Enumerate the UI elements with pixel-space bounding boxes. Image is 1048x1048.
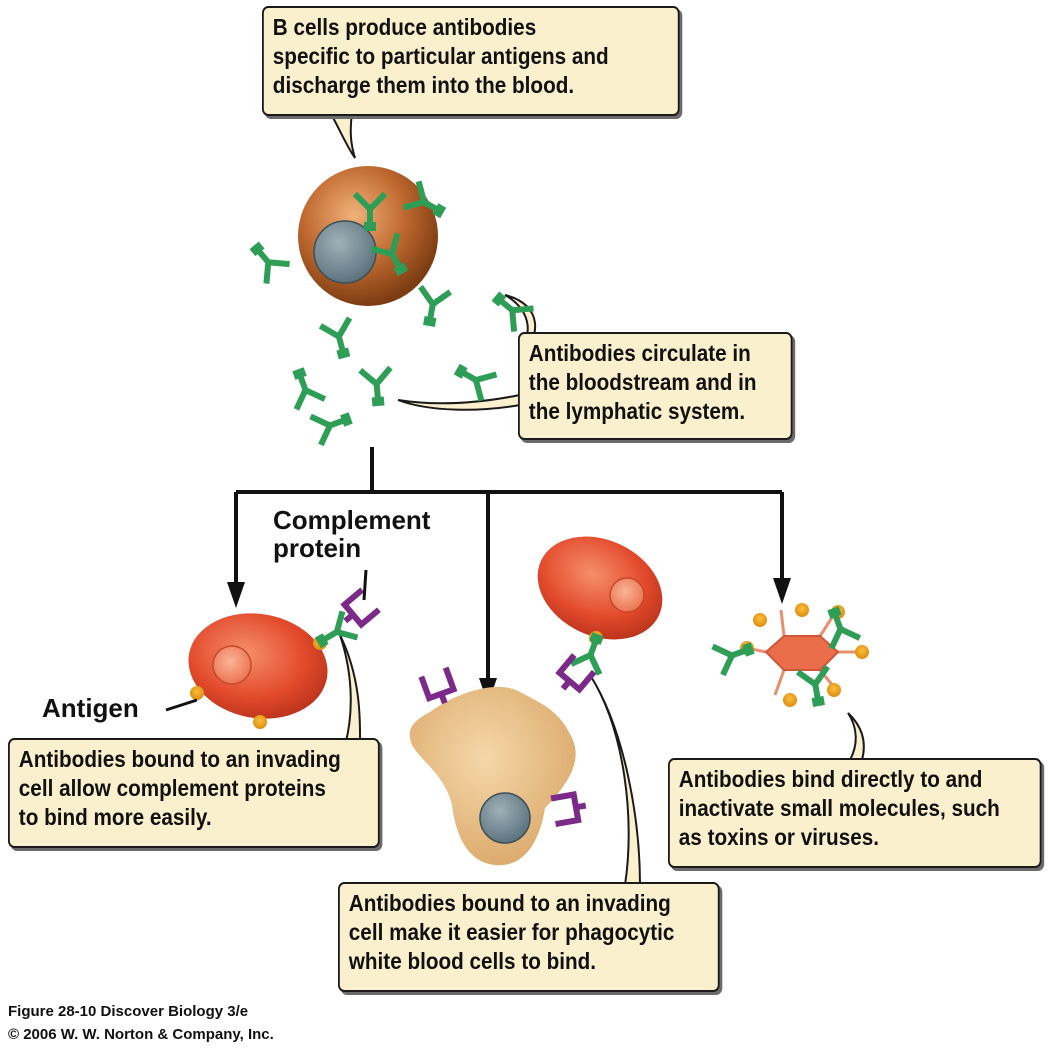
label-complement-protein: Complement protein [273,505,431,563]
callout-complement: Antibodies bound to an invading cell all… [8,738,380,848]
callout-phagocytic: Antibodies bound to an invading cell mak… [338,882,720,992]
b-cell [298,166,438,306]
invading-cell-phagocytosis [537,536,663,697]
callout-b-cells: B cells produce antibodies specific to p… [262,6,680,116]
label-antigen: Antigen [42,693,139,723]
callout-small-molecules: Antibodies bind directly to and inactiva… [668,758,1042,868]
callout-circulate: Antibodies circulate in the bloodstream … [518,332,793,440]
figure-caption: Figure 28-10 Discover Biology 3/e © 2006… [8,1003,274,1043]
phagocyte [409,671,588,866]
small-molecule-toxin [715,603,869,708]
invading-cell-complement [165,569,377,729]
pathway-arrows [234,447,784,685]
